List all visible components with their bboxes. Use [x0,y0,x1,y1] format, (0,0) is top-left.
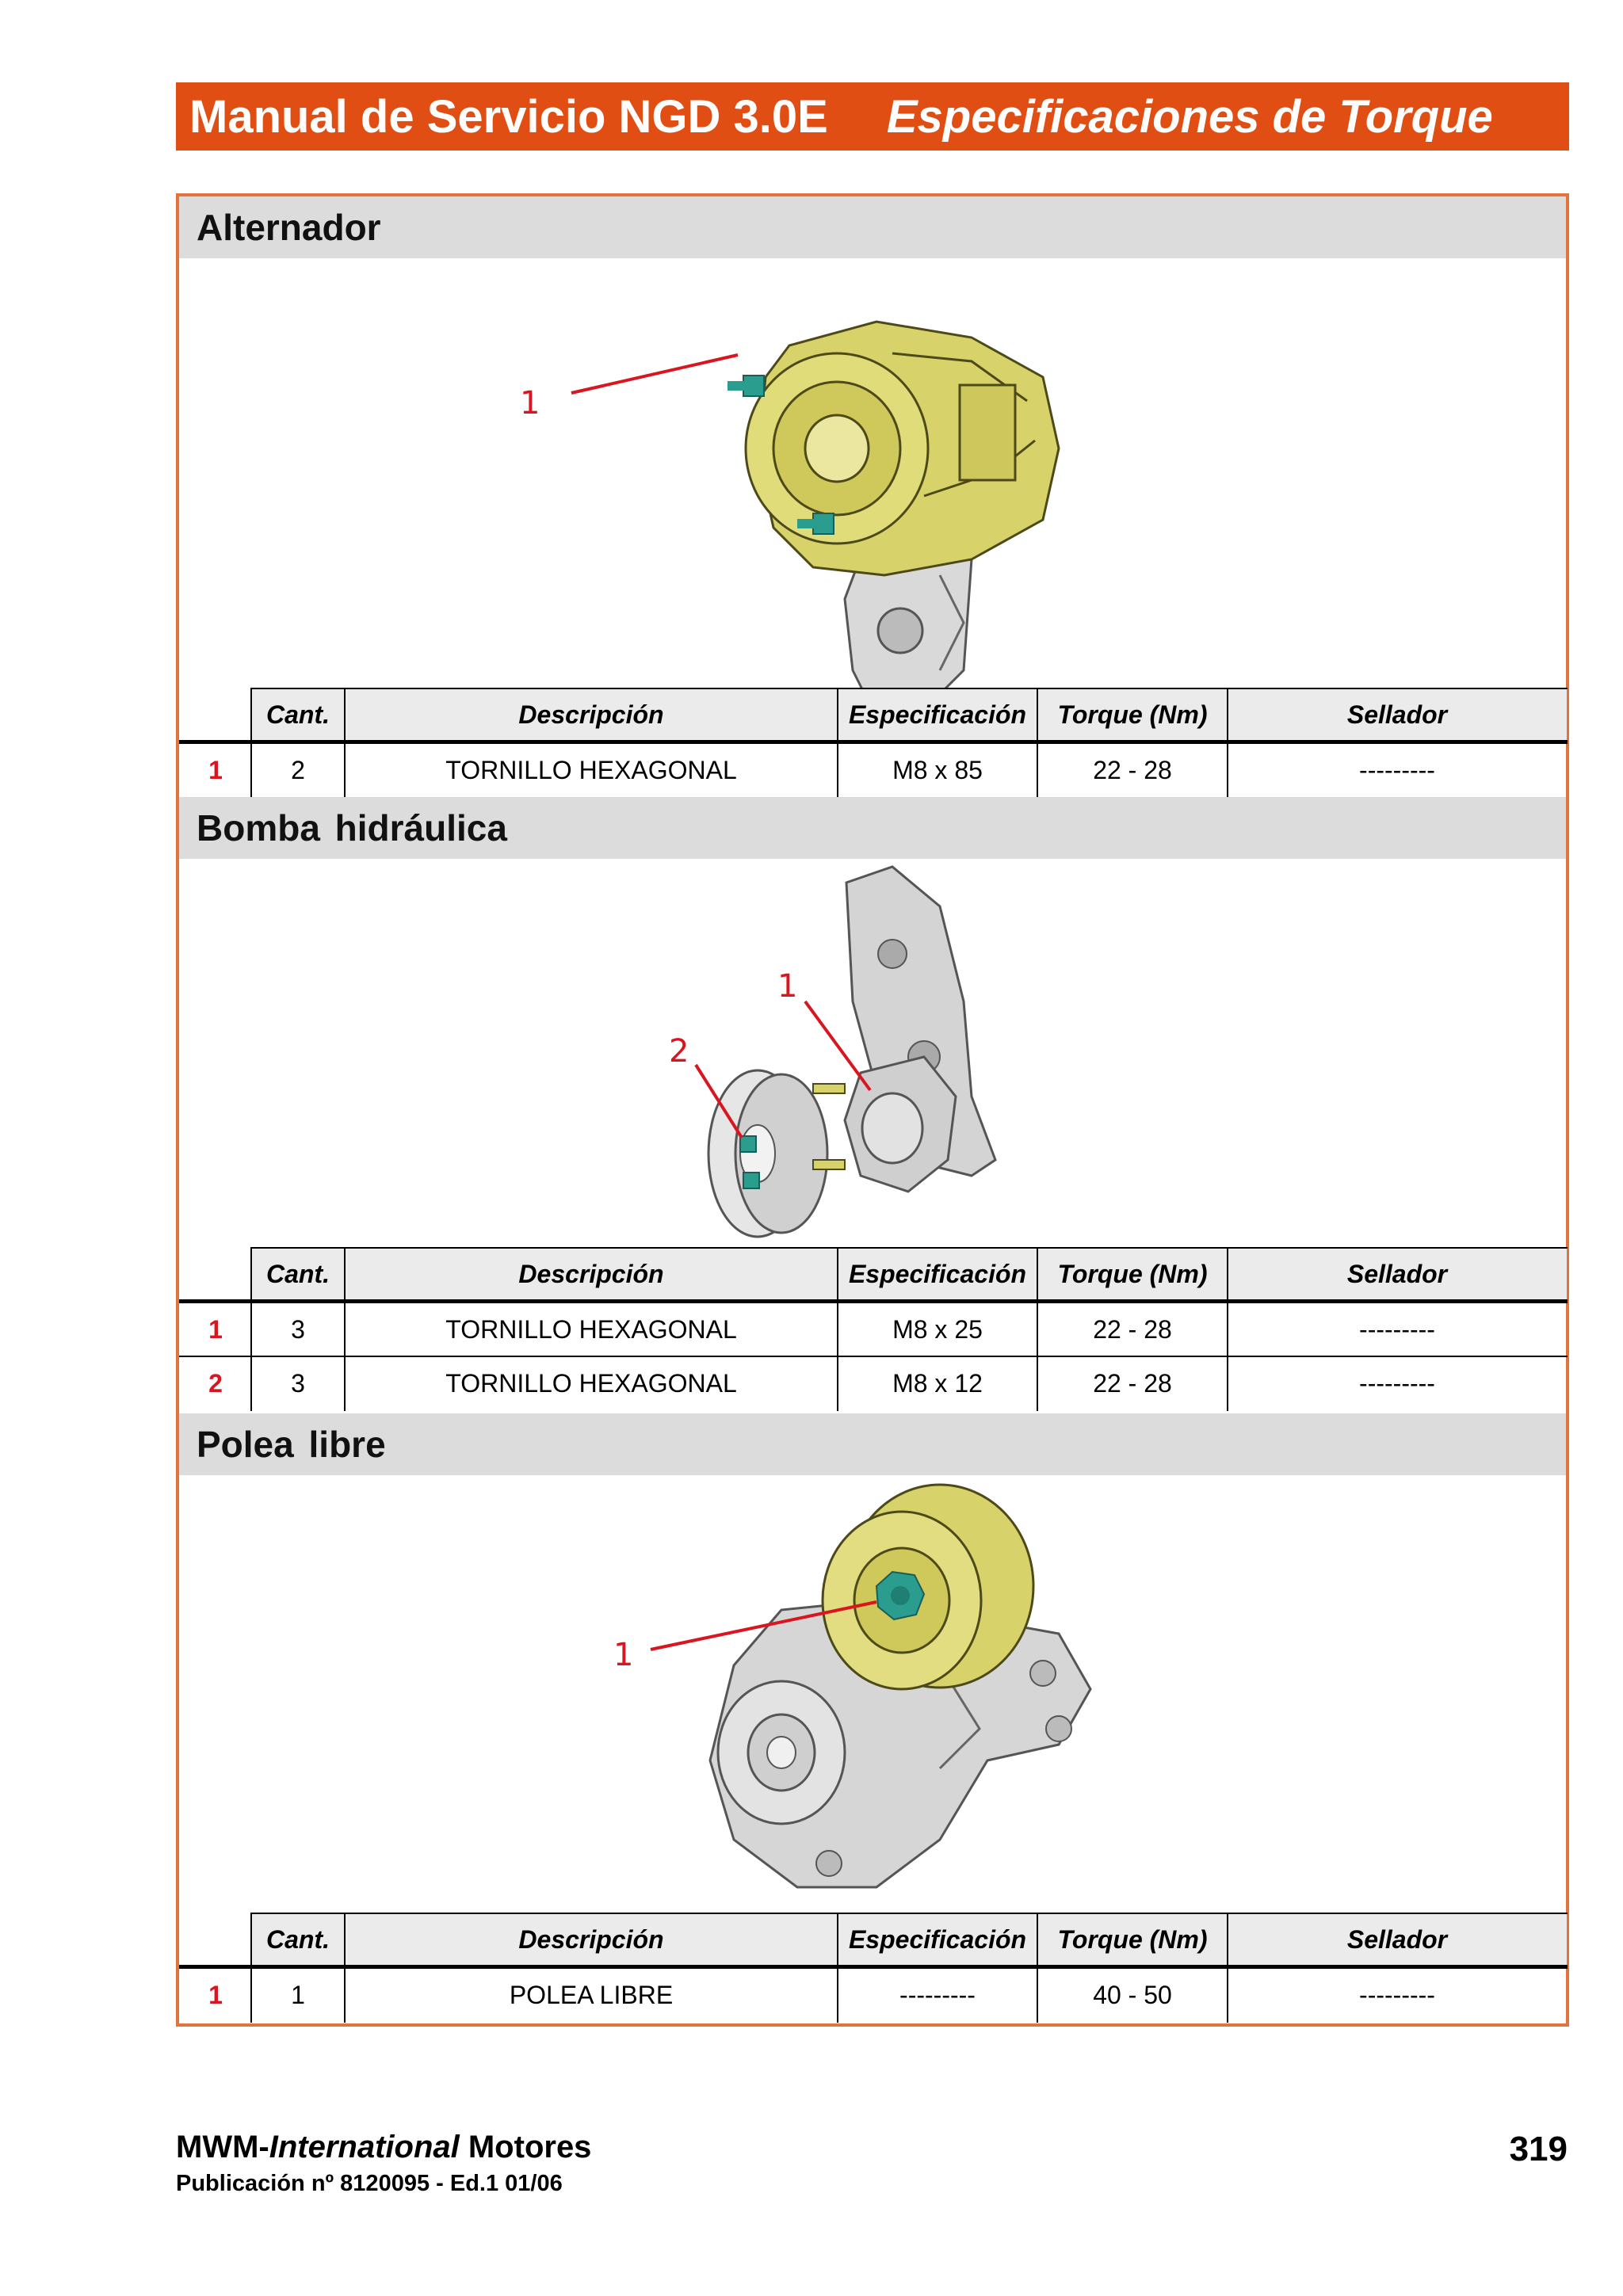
col-cant: Cant. [250,1247,346,1303]
callout-1: 1 [777,968,797,1005]
col-descripcion: Descripción [344,688,838,744]
col-cant: Cant. [250,1913,346,1969]
cell-sellador: --------- [1227,741,1567,797]
cell-torque: 22 - 28 [1037,741,1228,797]
table-row: 1 1 POLEA LIBRE --------- 40 - 50 ------… [180,1966,1567,2022]
cell-descripcion: TORNILLO HEXAGONAL [344,1300,838,1357]
col-torque: Torque (Nm) [1037,688,1228,744]
section-title: Especificaciones de Torque [886,90,1493,143]
cell-sellador: --------- [1227,1356,1567,1410]
cell-sellador: --------- [1227,1300,1567,1357]
col-descripcion: Descripción [344,1913,838,1969]
manual-title: Manual de Servicio NGD 3.0E [189,90,828,143]
callout-2: 2 [669,1033,689,1070]
col-torque: Torque (Nm) [1037,1247,1228,1303]
brand-prefix: MWM- [176,2130,269,2164]
cell-cant: 2 [250,741,346,797]
item-number: 1 [180,1300,252,1357]
cell-cant: 3 [250,1300,346,1357]
col-especificacion: Especificación [837,1913,1038,1969]
idler-pulley-figure: 1 [179,1475,1566,1982]
alternator-illustration: 1 [520,320,1060,719]
table-header-row: Cant. Descripción Especificación Torque … [180,1247,1567,1303]
footer-brand: MWM-International Motores [176,2130,591,2165]
callout-1: 1 [520,385,540,421]
cell-descripcion: TORNILLO HEXAGONAL [344,1356,838,1410]
section-heading: Bomba hidráulica [179,797,1566,859]
section-heading: Alternador [179,196,1566,258]
idler-pulley-illustration: 1 [613,1483,1092,1889]
item-number: 1 [180,1966,252,2022]
col-especificacion: Especificación [837,1247,1038,1303]
pump-figure: 1 2 [179,859,1566,1247]
cell-descripcion: TORNILLO HEXAGONAL [344,741,838,797]
cell-descripcion: POLEA LIBRE [344,1966,838,2022]
page-number: 319 [1509,2130,1568,2168]
alternator-figure: 1 [179,258,1566,884]
cell-especificacion: M8 x 12 [837,1356,1038,1410]
item-number: 2 [180,1356,252,1410]
cell-torque: 22 - 28 [1037,1300,1228,1357]
col-especificacion: Especificación [837,688,1038,744]
cell-cant: 3 [250,1356,346,1410]
footer-publication: Publicación nº 8120095 - Ed.1 01/06 [176,2171,563,2196]
col-sellador: Sellador [1227,688,1567,744]
spec-table: Cant. Descripción Especificación Torque … [179,1913,1568,2023]
table-row: 1 3 TORNILLO HEXAGONAL M8 x 25 22 - 28 -… [180,1300,1567,1357]
pump-illustration: 1 2 [669,865,997,1238]
cell-especificacion: M8 x 25 [837,1300,1038,1357]
table-header-row: Cant. Descripción Especificación Torque … [180,1913,1567,1969]
cell-sellador: --------- [1227,1966,1567,2022]
cell-torque: 22 - 28 [1037,1356,1228,1410]
col-sellador: Sellador [1227,1913,1567,1969]
cell-cant: 1 [250,1966,346,2022]
cell-especificacion: M8 x 85 [837,741,1038,797]
col-sellador: Sellador [1227,1247,1567,1303]
brand-suffix: Motores [459,2130,592,2164]
page-header: Manual de Servicio NGD 3.0E Especificaci… [176,82,1569,151]
item-number: 1 [180,741,252,797]
section-heading: Polea libre [179,1413,1566,1475]
cell-especificacion: --------- [837,1966,1038,2022]
content-frame [176,193,1569,2027]
table-row: 1 2 TORNILLO HEXAGONAL M8 x 85 22 - 28 -… [180,741,1567,797]
callout-1: 1 [613,1637,633,1673]
col-descripcion: Descripción [344,1247,838,1303]
brand-italic: International [269,2130,460,2164]
col-torque: Torque (Nm) [1037,1913,1228,1969]
spec-table: Cant. Descripción Especificación Torque … [179,688,1568,798]
cell-torque: 40 - 50 [1037,1966,1228,2022]
table-row: 2 3 TORNILLO HEXAGONAL M8 x 12 22 - 28 -… [180,1356,1567,1410]
table-header-row: Cant. Descripción Especificación Torque … [180,688,1567,744]
spec-table: Cant. Descripción Especificación Torque … [179,1247,1568,1411]
col-cant: Cant. [250,688,346,744]
